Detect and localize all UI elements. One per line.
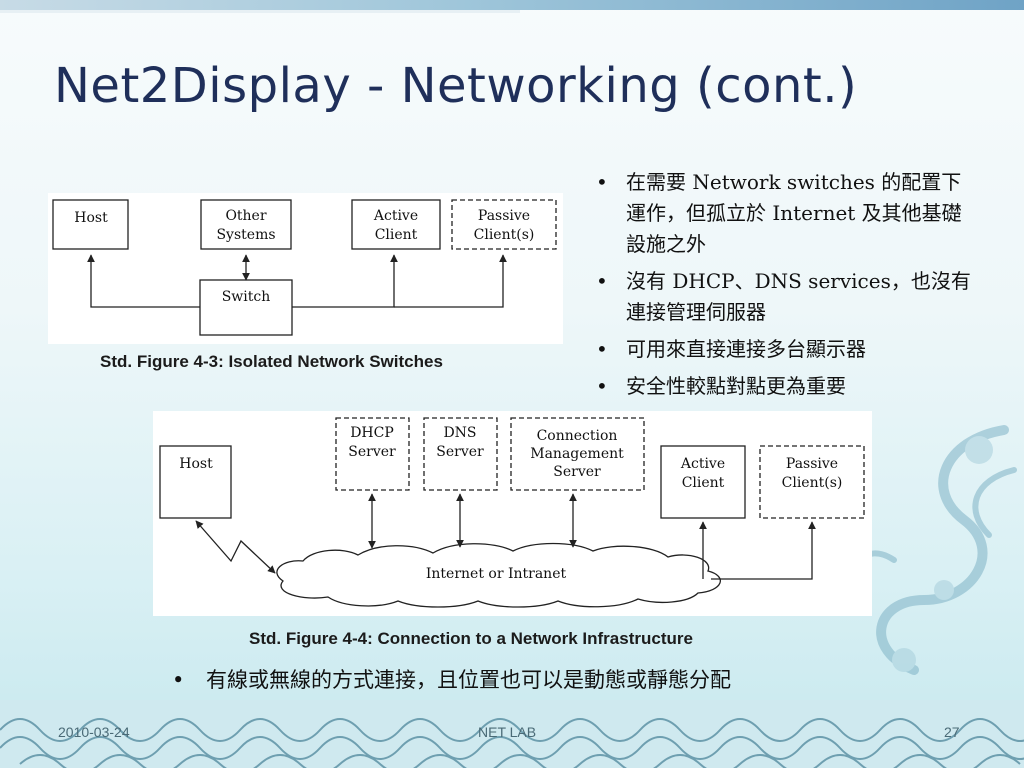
bullet-list: • 在需要 Network switches 的配置下運作，但孤立於 Intern…: [596, 167, 976, 408]
host-label: Host: [74, 210, 108, 226]
active-client-node: [660, 445, 746, 519]
dhcp-label-1: DHCP: [350, 425, 394, 441]
host-label: Host: [179, 456, 213, 472]
bullet-dot: •: [596, 337, 608, 361]
active-label-2: Client: [682, 475, 725, 491]
passive-client-node: [759, 445, 865, 519]
cms-label-2: Management: [530, 446, 624, 462]
connection-management-server-node: [510, 417, 645, 491]
bullet-text: 沒有 DHCP、DNS services，也沒有連接管理伺服器: [626, 269, 971, 324]
bullet-text: 在需要 Network switches 的配置下運作，但孤立於 Interne…: [626, 170, 962, 256]
bullet-item: • 可用來直接連接多台顯示器: [596, 334, 976, 365]
host-node: [159, 445, 232, 519]
bullet-text: 安全性較點對點更為重要: [626, 374, 846, 398]
dns-label-1: DNS: [443, 425, 476, 441]
wave-border-decoration: [0, 700, 1024, 768]
switch-label: Switch: [222, 289, 271, 305]
active-label-1: Active: [373, 208, 418, 224]
diagram-network-infrastructure: Host DHCP Server DNS Server Connection M…: [159, 417, 865, 608]
dhcp-label-2: Server: [348, 444, 396, 460]
bottom-bullet: • 有線或無線的方式連接，且位置也可以是動態或靜態分配: [172, 664, 731, 694]
internet-cloud: [276, 542, 721, 608]
footer-lab: NET LAB: [478, 724, 537, 740]
other-systems-node: [200, 199, 292, 250]
host-node: [52, 199, 129, 250]
bullet-dot: •: [596, 269, 608, 293]
bullet-text: 可用來直接連接多台顯示器: [626, 337, 866, 361]
dns-server-node: [423, 417, 498, 491]
bullet-item: • 安全性較點對點更為重要: [596, 371, 976, 402]
passive-label-2: Client(s): [782, 475, 843, 491]
bullet-dot: •: [596, 374, 608, 398]
dhcp-server-node: [335, 417, 410, 491]
diagram-isolated-switches: Host Other Systems Active Client Passive…: [52, 199, 557, 336]
cms-label-3: Server: [553, 464, 601, 480]
figure1-caption: Std. Figure 4-3: Isolated Network Switch…: [100, 352, 443, 371]
active-label-1: Active: [680, 456, 725, 472]
other-label-2: Systems: [216, 227, 275, 243]
passive-client-node: [451, 199, 557, 250]
figure-network-infrastructure: Host DHCP Server DNS Server Connection M…: [153, 411, 872, 616]
dragon-decoration-icon: [854, 425, 1017, 675]
dns-label-2: Server: [436, 444, 484, 460]
other-label-1: Other: [225, 208, 266, 224]
active-label-2: Client: [375, 227, 418, 243]
passive-label-2: Client(s): [474, 227, 535, 243]
top-accent-bar: [0, 0, 1024, 10]
bullet-item: • 沒有 DHCP、DNS services，也沒有連接管理伺服器: [596, 266, 976, 328]
bullet-item: • 在需要 Network switches 的配置下運作，但孤立於 Intern…: [596, 167, 976, 260]
passive-label-1: Passive: [478, 208, 530, 224]
bullet-dot: •: [596, 170, 608, 194]
figure2-caption: Std. Figure 4-4: Connection to a Network…: [249, 629, 693, 648]
footer-date: 2010-03-24: [58, 724, 130, 740]
bullet-text: 有線或無線的方式連接，且位置也可以是動態或靜態分配: [206, 668, 731, 692]
active-client-node: [351, 199, 441, 250]
figure-isolated-network-switches: Host Other Systems Active Client Passive…: [48, 193, 563, 344]
footer-page-number: 27: [944, 724, 960, 740]
bullet-dot: •: [172, 668, 185, 692]
passive-label-1: Passive: [786, 456, 838, 472]
cloud-label: Internet or Intranet: [426, 566, 567, 582]
top-accent-highlight: [0, 10, 520, 13]
slide-title: Net2Display - Networking (cont.): [54, 58, 858, 114]
cms-label-1: Connection: [537, 428, 618, 444]
